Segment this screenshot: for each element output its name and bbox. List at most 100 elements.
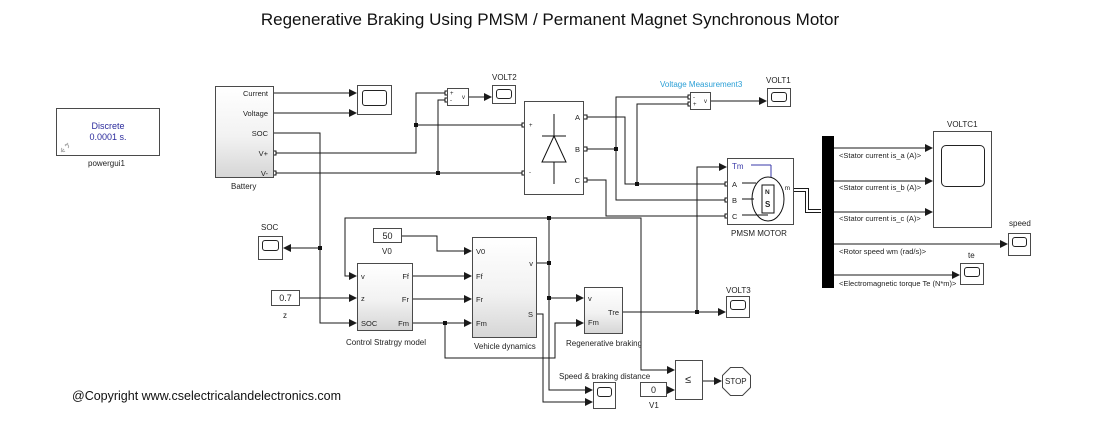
junction-dot [436, 171, 440, 175]
scope-screen-icon [1012, 237, 1027, 247]
wire-v-feedback[interactable] [344, 217, 549, 280]
v1-label: V1 [649, 401, 659, 410]
wire-tre-tm[interactable] [696, 163, 727, 312]
wire-rect-b[interactable] [584, 148, 727, 201]
soc-scope[interactable] [258, 236, 283, 260]
control-strategy-label: Control Stratrgy model [346, 338, 427, 347]
rectifier-block[interactable]: + - A B C [524, 101, 584, 195]
junction-dot [614, 147, 618, 151]
junction-dot [414, 123, 418, 127]
battery-scope[interactable] [357, 85, 392, 115]
wire-rect-c[interactable] [584, 179, 727, 217]
vm2-out-label: v [462, 95, 465, 101]
rect-b-label: B [574, 145, 580, 154]
battery-label: Battery [231, 182, 257, 191]
pmsm-tm-label: Tm [732, 162, 744, 171]
port-label: V0 [476, 247, 486, 256]
wire-rect-a[interactable] [584, 116, 727, 185]
v1-constant[interactable]: 0 [640, 382, 667, 397]
regenerative-braking-block[interactable]: v Fm Tre [584, 287, 623, 334]
wire-v-trunk[interactable] [548, 218, 593, 394]
bus-selector-bar[interactable] [822, 136, 834, 288]
pmsm-m-label: m [784, 185, 790, 192]
junction-dot [443, 321, 447, 325]
volt2-label: VOLT2 [492, 73, 517, 82]
relational-operator-block[interactable]: ≤ [675, 360, 703, 400]
scope-screen-icon [597, 387, 612, 397]
port-label: v [588, 294, 592, 303]
scope-screen-icon [964, 267, 980, 277]
diode-icon [541, 114, 567, 184]
pole-n-label: N [765, 189, 770, 196]
port-label: Fm [588, 318, 599, 327]
junction-dot [547, 216, 551, 220]
battery-block[interactable]: Current Voltage SOC V+ V- [215, 86, 274, 178]
vm3-out-label: v [704, 99, 707, 105]
bus-signal-label: <Electromagnetic torque Te (N*m)> [839, 279, 957, 288]
scope-screen-icon [496, 89, 512, 99]
port-label: Ff [476, 272, 483, 281]
bus-signal-label: <Stator current is_c (A)> [839, 214, 921, 223]
pmsm-motor-block[interactable]: Tm A B C m N S [727, 158, 794, 225]
vm2-minus-label: - [450, 98, 452, 104]
bus-signal-label: <Rotor speed wm (rad/s)> [839, 247, 927, 256]
port-label: Fm [476, 319, 487, 328]
rect-c-label: C [574, 176, 580, 185]
port-label-vplus: V+ [258, 149, 268, 158]
wire-v-relop[interactable] [549, 217, 675, 374]
wire-battery-soc[interactable] [274, 132, 357, 327]
rect-plus-label: + [529, 123, 533, 129]
vm2-plus-label: + [450, 91, 454, 97]
port-label: Ff [402, 272, 409, 281]
wire-vm3-plus[interactable] [636, 103, 690, 184]
te-scope[interactable] [960, 263, 984, 285]
z-label: z [283, 311, 287, 320]
relop-symbol: ≤ [685, 374, 692, 386]
junction-dot [547, 296, 551, 300]
wire-fm-regen[interactable] [444, 319, 584, 359]
powergui-block[interactable]: Discrete 0.0001 s. [56, 108, 160, 156]
wire-vm3-minus[interactable] [615, 96, 690, 149]
v0-label: V0 [382, 247, 392, 256]
scope-screen-icon [730, 300, 746, 310]
z-constant[interactable]: 0.7 [271, 290, 300, 306]
speed-scope[interactable] [1008, 233, 1031, 256]
stop-label: STOP [725, 377, 747, 386]
volt2-scope[interactable] [492, 85, 516, 104]
voltage-measurement-3[interactable]: - + v [690, 92, 711, 110]
scope-screen-icon [362, 90, 387, 106]
motor-icon [742, 164, 785, 222]
volt1-scope[interactable] [767, 88, 791, 107]
soc-scope-label: SOC [261, 223, 279, 232]
port-label-current: Current [242, 89, 268, 98]
control-strategy-block[interactable]: v z SOC Ff Fr Fm [357, 263, 413, 331]
vehicle-dynamics-label: Vehicle dynamics [474, 342, 536, 351]
wire-battery-vplus[interactable] [274, 124, 524, 154]
volt3-label: VOLT3 [726, 286, 751, 295]
volt3-scope[interactable] [726, 296, 750, 318]
junction-dot [547, 261, 551, 265]
wire-s-out[interactable] [537, 313, 593, 406]
port-label: Fm [398, 319, 409, 328]
rect-a-label: A [574, 113, 580, 122]
v0-constant[interactable]: 50 [373, 228, 402, 243]
vehicle-dynamics-block[interactable]: V0 Ff Fr Fm v S [472, 237, 537, 338]
regenerative-braking-label: Regenerative braking [566, 339, 643, 348]
speed-distance-scope[interactable] [593, 382, 616, 409]
pmsm-a-label: A [732, 180, 738, 189]
voltc1-scope[interactable] [933, 131, 992, 228]
wire-v0[interactable] [402, 235, 472, 255]
stop-block[interactable] [722, 367, 751, 396]
wire-vm2-minus[interactable] [437, 99, 447, 173]
scope-screen-icon [941, 145, 985, 187]
stop-octagon-icon [722, 367, 751, 396]
scope-screen-icon [771, 92, 787, 102]
wire-vm2-plus[interactable] [415, 92, 447, 125]
speed-distance-label: Speed & braking distance [559, 372, 651, 381]
port-label: v [361, 272, 365, 281]
port-label: S [527, 310, 533, 319]
port-label: Tre [608, 308, 619, 317]
voltage-measurement-2[interactable]: + - v [447, 88, 469, 106]
pole-s-label: S [765, 200, 771, 209]
